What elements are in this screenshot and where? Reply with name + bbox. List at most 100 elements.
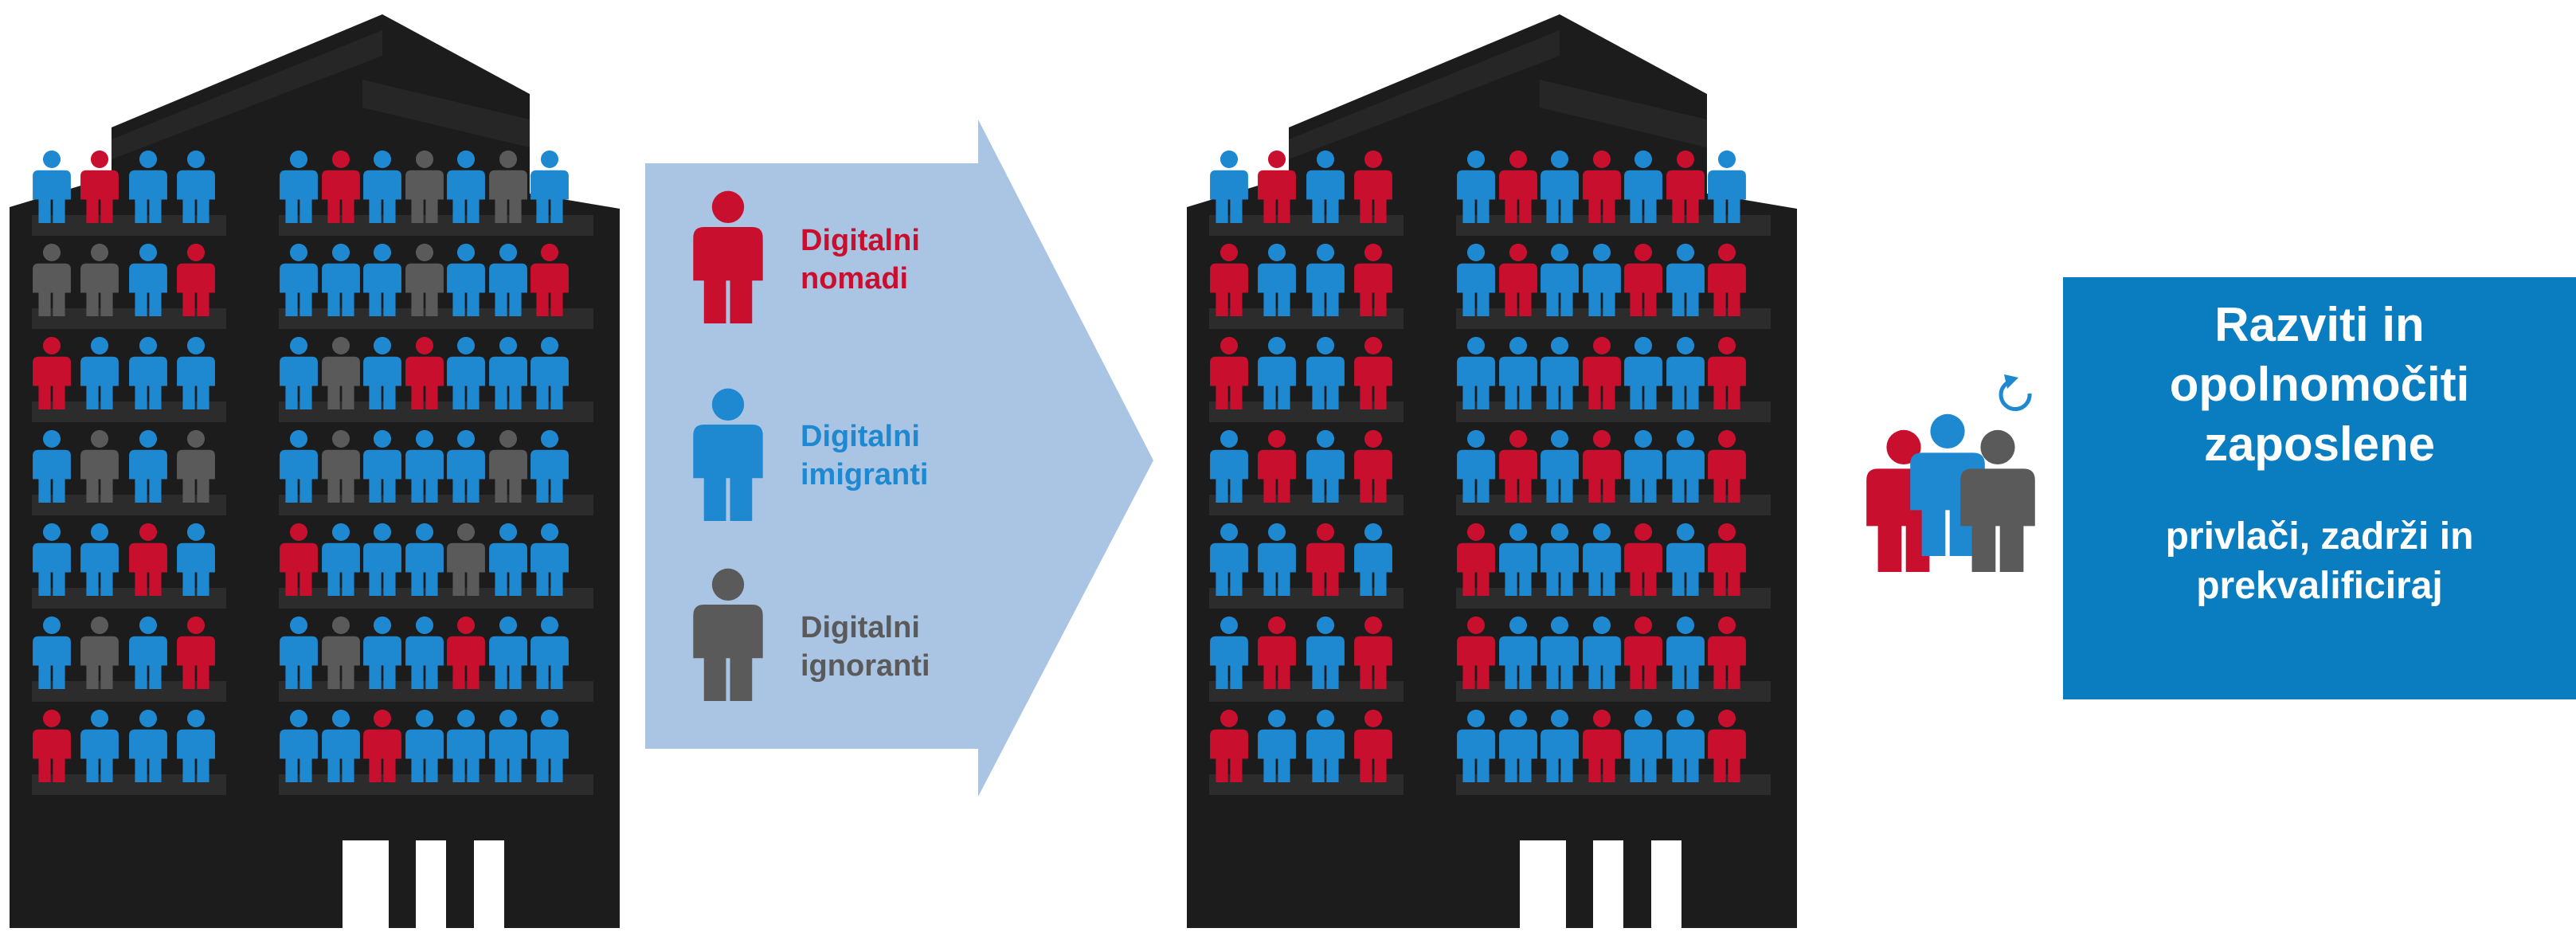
person-ignorant-icon bbox=[489, 429, 527, 503]
person-immigrant-icon bbox=[322, 243, 360, 316]
building-after bbox=[1187, 14, 1797, 928]
person-immigrant-icon bbox=[489, 336, 527, 409]
legend-immigrant-icon bbox=[693, 388, 763, 521]
person-nomad-icon bbox=[1354, 150, 1392, 223]
person-nomad-icon bbox=[1624, 616, 1662, 689]
callout-title-line: opolnomočiti bbox=[2169, 358, 2470, 411]
refresh-icon bbox=[1999, 374, 2032, 412]
person-immigrant-icon bbox=[1306, 429, 1345, 503]
callout-subtitle-line: prekvalificiraj bbox=[2196, 565, 2443, 607]
person-immigrant-icon bbox=[1306, 243, 1345, 316]
person-nomad-icon bbox=[1583, 336, 1621, 409]
person-immigrant-icon bbox=[177, 336, 215, 409]
person-immigrant-icon bbox=[530, 523, 569, 596]
person-immigrant-icon bbox=[1583, 523, 1621, 596]
person-nomad-icon bbox=[1708, 709, 1746, 782]
person-immigrant-icon bbox=[33, 429, 71, 503]
person-immigrant-icon bbox=[1258, 523, 1296, 596]
person-immigrant-icon bbox=[1306, 616, 1345, 689]
building-before bbox=[10, 14, 620, 928]
legend-immigrants-line2: imigranti bbox=[801, 458, 929, 491]
person-ignorant-icon bbox=[489, 150, 527, 223]
person-immigrant-icon bbox=[322, 709, 360, 782]
person-immigrant-icon bbox=[1457, 150, 1495, 223]
legend-immigrants-label: Digitalni imigranti bbox=[801, 417, 928, 494]
person-ignorant-icon bbox=[322, 616, 360, 689]
person-immigrant-icon bbox=[33, 150, 71, 223]
person-immigrant-icon bbox=[1583, 616, 1621, 689]
person-immigrant-icon bbox=[129, 336, 167, 409]
person-nomad-icon bbox=[1708, 429, 1746, 503]
person-nomad-icon bbox=[1708, 336, 1746, 409]
person-immigrant-icon bbox=[530, 150, 569, 223]
person-nomad-icon bbox=[1258, 429, 1296, 503]
person-nomad-icon bbox=[1499, 429, 1537, 503]
legend-ignorant-icon bbox=[693, 568, 763, 701]
person-nomad-icon bbox=[177, 243, 215, 316]
person-immigrant-icon bbox=[1541, 243, 1579, 316]
legend-nomad-icon bbox=[693, 190, 763, 323]
person-nomad-icon bbox=[1583, 709, 1621, 782]
person-immigrant-icon bbox=[1624, 429, 1662, 503]
person-immigrant-icon bbox=[363, 150, 401, 223]
person-immigrant-icon bbox=[1210, 150, 1248, 223]
legend-nomads-label: Digitalni nomadi bbox=[801, 221, 920, 298]
person-immigrant-icon bbox=[1666, 709, 1705, 782]
person-nomad-icon bbox=[1210, 709, 1248, 782]
person-immigrant-icon bbox=[1666, 429, 1705, 503]
person-immigrant-icon bbox=[280, 336, 318, 409]
person-immigrant-icon bbox=[1258, 709, 1296, 782]
person-immigrant-icon bbox=[1258, 243, 1296, 316]
person-nomad-icon bbox=[1708, 243, 1746, 316]
legend-ignorants-line2: ignoranti bbox=[801, 649, 930, 683]
person-nomad-icon bbox=[1306, 523, 1345, 596]
entrance-door bbox=[343, 840, 389, 928]
person-immigrant-icon bbox=[1210, 616, 1248, 689]
person-immigrant-icon bbox=[1666, 243, 1705, 316]
person-nomad-icon bbox=[1666, 150, 1705, 223]
person-immigrant-icon bbox=[447, 429, 485, 503]
person-immigrant-icon bbox=[1541, 429, 1579, 503]
person-immigrant-icon bbox=[1624, 336, 1662, 409]
person-immigrant-icon bbox=[1624, 150, 1662, 223]
entrance-door bbox=[1593, 840, 1623, 928]
person-nomad-icon bbox=[1457, 523, 1495, 596]
person-ignorant-icon bbox=[322, 429, 360, 503]
person-immigrant-icon bbox=[363, 243, 401, 316]
person-immigrant-icon bbox=[447, 709, 485, 782]
person-nomad-icon bbox=[1258, 150, 1296, 223]
person-immigrant-icon bbox=[1541, 616, 1579, 689]
person-immigrant-icon bbox=[363, 523, 401, 596]
person-nomad-icon bbox=[1499, 150, 1537, 223]
person-nomad-icon bbox=[33, 709, 71, 782]
person-nomad-icon bbox=[280, 523, 318, 596]
person-immigrant-icon bbox=[177, 150, 215, 223]
person-immigrant-icon bbox=[1457, 336, 1495, 409]
person-immigrant-icon bbox=[447, 150, 485, 223]
person-nomad-icon bbox=[1624, 523, 1662, 596]
person-nomad-icon bbox=[80, 150, 119, 223]
person-immigrant-icon bbox=[1354, 523, 1392, 596]
person-immigrant-icon bbox=[530, 429, 569, 503]
person-immigrant-icon bbox=[1499, 709, 1537, 782]
person-immigrant-icon bbox=[489, 243, 527, 316]
person-immigrant-icon bbox=[1708, 150, 1746, 223]
person-ignorant-icon bbox=[177, 429, 215, 503]
callout-title: Razviti in opolnomočiti zaposlene bbox=[2063, 295, 2576, 474]
person-immigrant-icon bbox=[280, 616, 318, 689]
person-immigrant-icon bbox=[129, 150, 167, 223]
entrance-door bbox=[1651, 840, 1681, 928]
person-immigrant-icon bbox=[1666, 616, 1705, 689]
person-ignorant-icon bbox=[322, 336, 360, 409]
person-nomad-icon bbox=[33, 336, 71, 409]
callout-title-line: zaposlene bbox=[2203, 417, 2436, 471]
person-ignorant-icon bbox=[447, 523, 485, 596]
person-nomad-icon bbox=[129, 523, 167, 596]
person-immigrant-icon bbox=[1624, 709, 1662, 782]
person-immigrant-icon bbox=[80, 523, 119, 596]
person-ignorant-icon bbox=[80, 429, 119, 503]
person-immigrant-icon bbox=[1666, 523, 1705, 596]
legend-ignorants-line1: Digitalni bbox=[801, 611, 920, 644]
person-nomad-icon bbox=[363, 709, 401, 782]
